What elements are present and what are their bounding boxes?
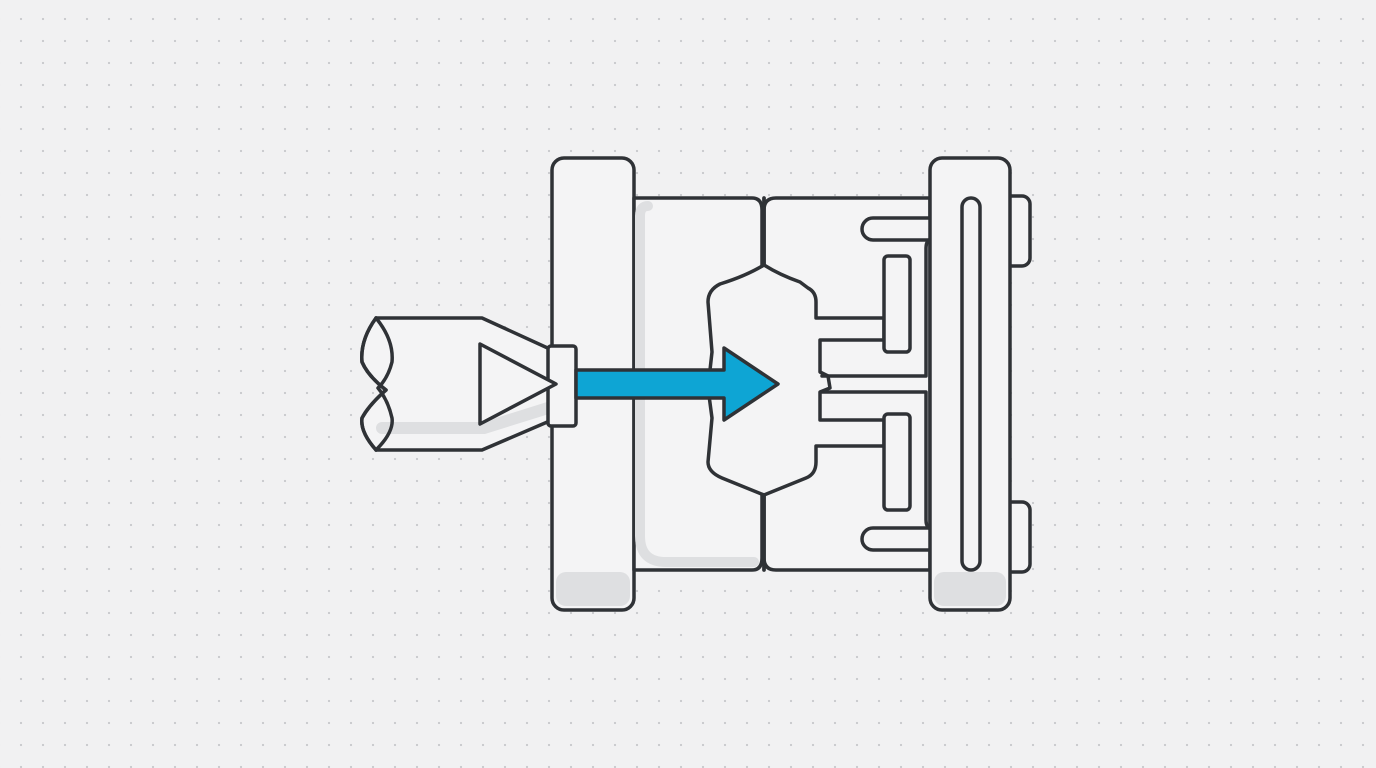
moving-platen <box>928 156 1032 612</box>
flow-arrow <box>574 346 780 422</box>
mold-cavity <box>706 196 886 572</box>
injection-barrel <box>360 316 554 452</box>
